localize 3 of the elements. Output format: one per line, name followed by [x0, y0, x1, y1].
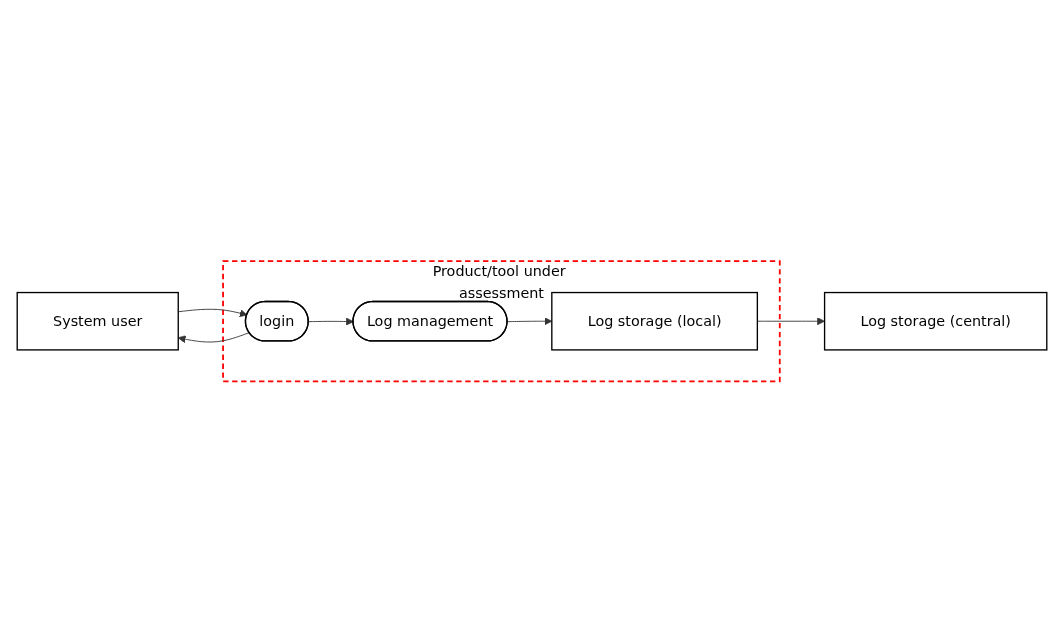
node-box: Log storage (central)	[823, 291, 1048, 351]
node-box: System user	[16, 291, 179, 351]
node-box: Log storage (local)	[551, 291, 759, 351]
